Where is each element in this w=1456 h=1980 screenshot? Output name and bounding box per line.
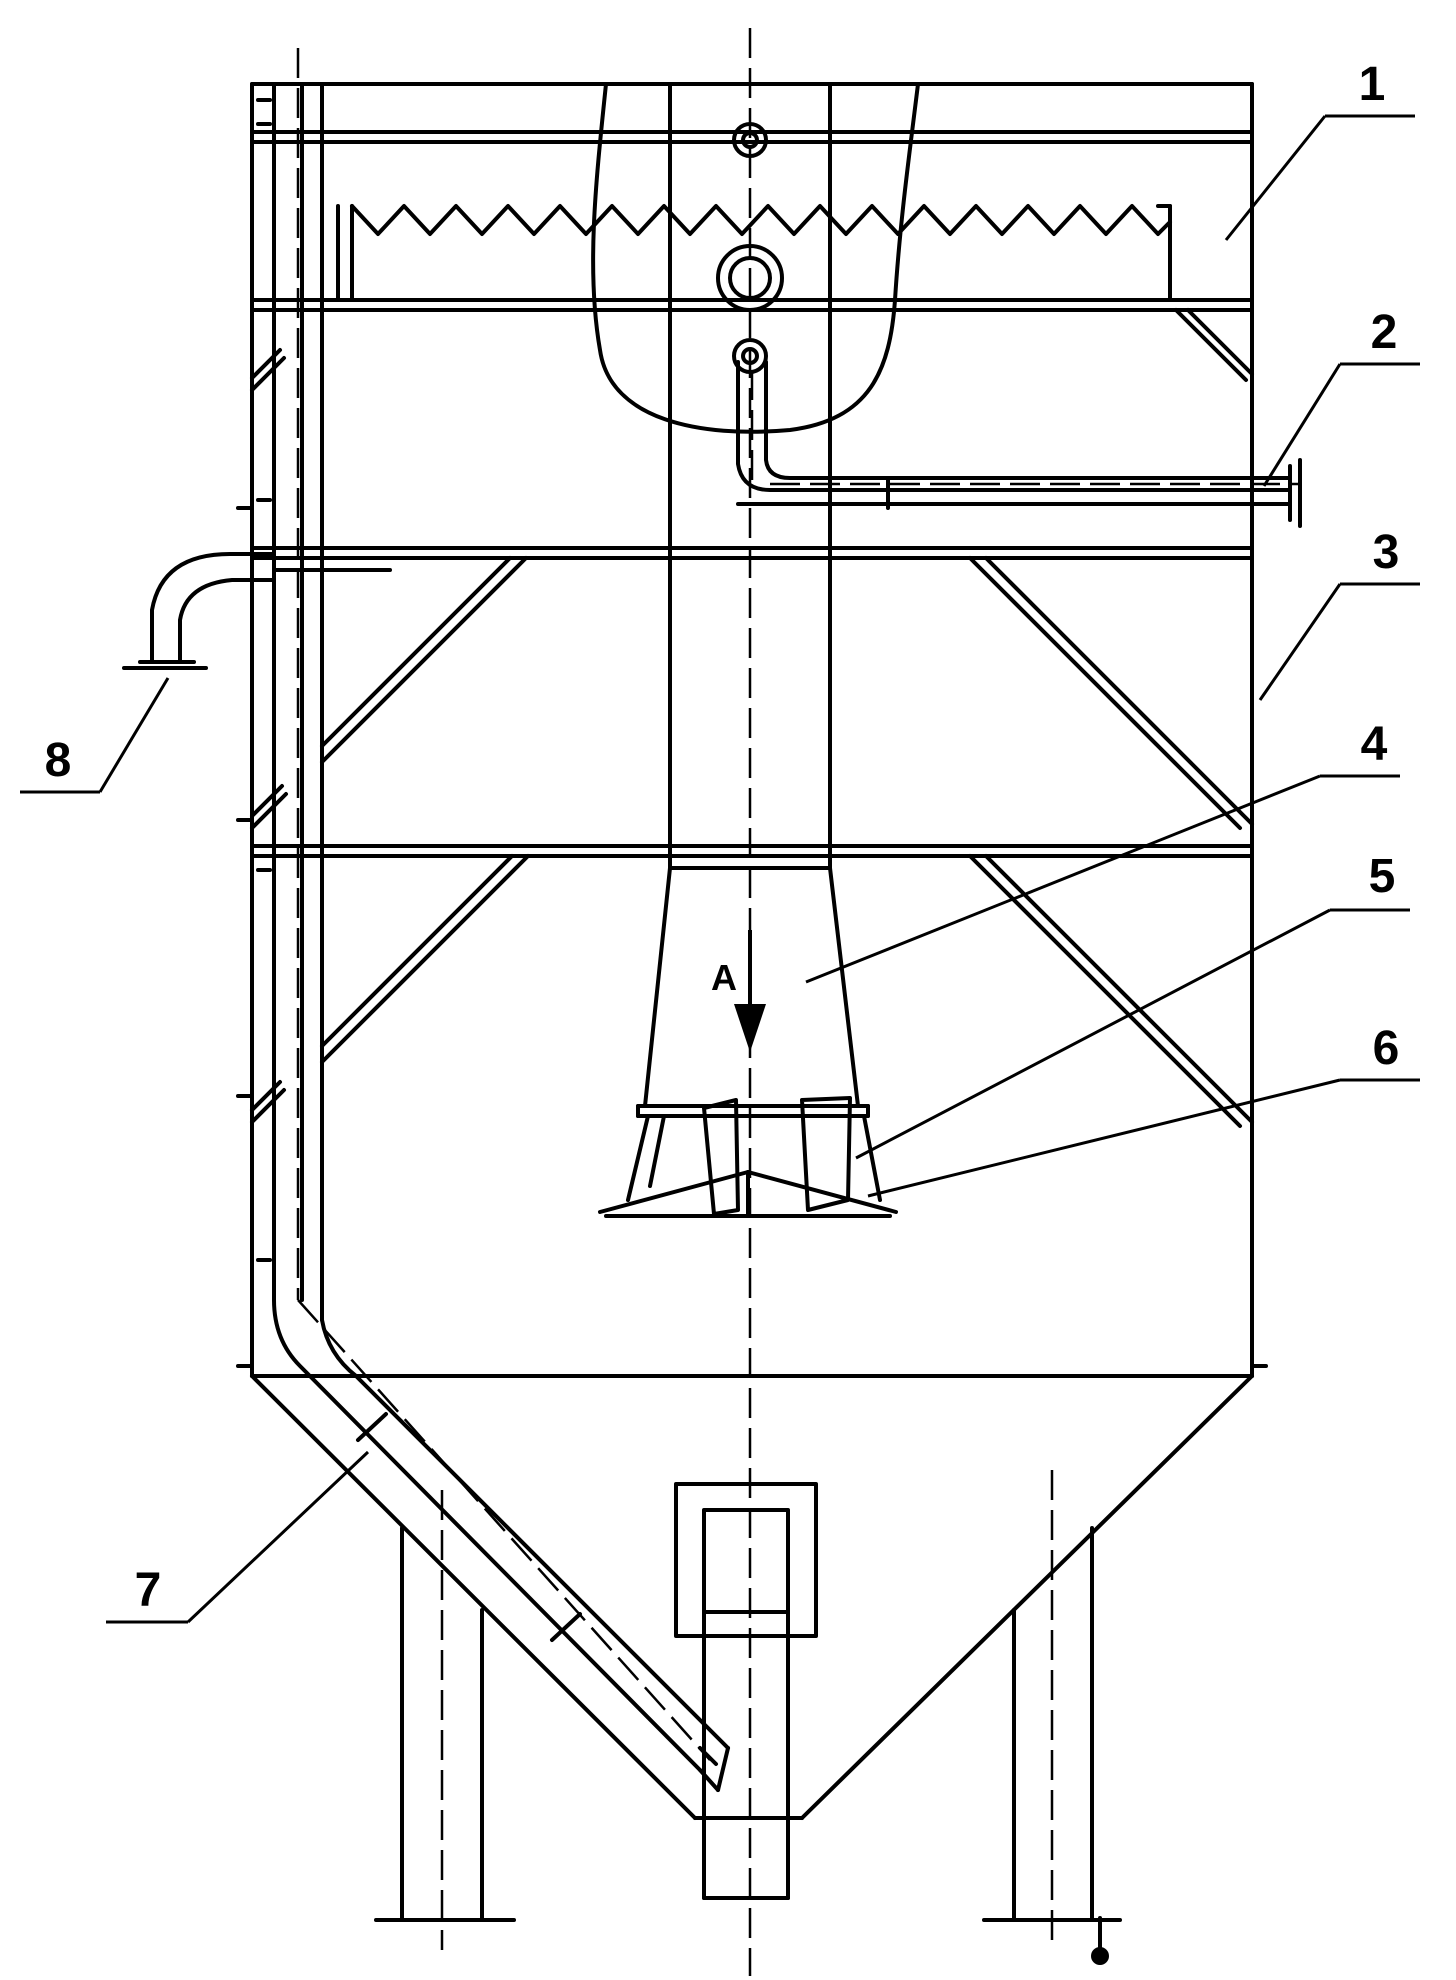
- flow-label: A: [711, 957, 737, 998]
- inlet-nozzle: [122, 552, 392, 670]
- support-legs: [374, 1526, 1122, 1922]
- callout-6: 6: [1373, 1022, 1400, 1075]
- distributor-assembly: [598, 1096, 898, 1218]
- inclined-baffles: [250, 308, 1254, 1128]
- outlet-pipe: [736, 360, 1302, 528]
- callout-2: 2: [1371, 306, 1398, 359]
- bottom-outlet: [674, 1482, 818, 1900]
- weir-trough: [336, 204, 1172, 302]
- flow-arrow: [734, 930, 766, 1052]
- callout-5: 5: [1369, 850, 1396, 903]
- top-bowl: [591, 82, 920, 434]
- callout-8: 8: [45, 734, 72, 787]
- horizontal-rings: [250, 130, 1254, 858]
- callout-3: 3: [1373, 526, 1400, 579]
- cone-bottom: [250, 1374, 1254, 1820]
- leader-lines: [20, 114, 1420, 1624]
- drain-valve: [1091, 1916, 1109, 1965]
- callout-7: 7: [135, 1564, 162, 1617]
- callout-1: 1: [1359, 58, 1386, 111]
- side-pipe: [256, 82, 730, 1792]
- flared-pipe: [636, 866, 870, 1118]
- callout-4: 4: [1361, 718, 1388, 771]
- outer-shell: [236, 82, 1268, 1378]
